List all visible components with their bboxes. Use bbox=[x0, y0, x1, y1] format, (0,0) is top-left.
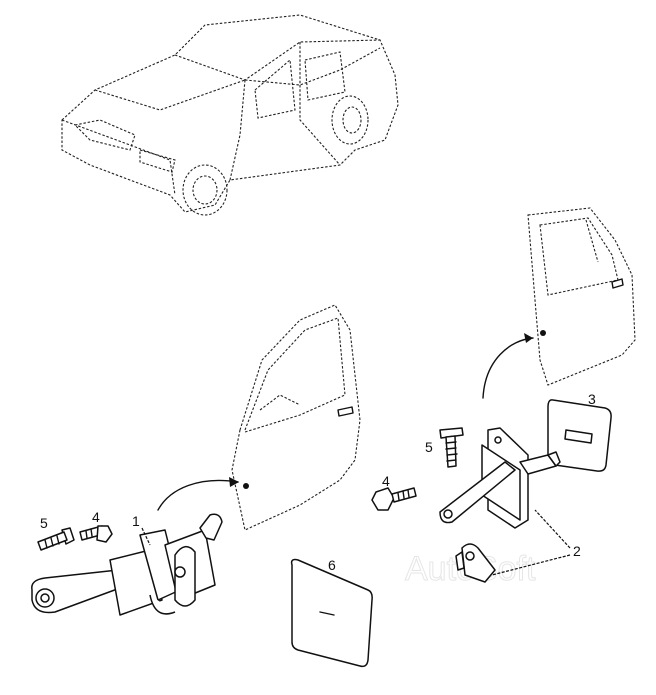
rear-door bbox=[527, 207, 636, 386]
pad-rear bbox=[547, 399, 612, 472]
front-door bbox=[231, 304, 361, 531]
leader-2a bbox=[534, 509, 571, 549]
callout-1: 1 bbox=[132, 513, 140, 529]
callout-3: 3 bbox=[588, 391, 596, 407]
callout-2: 2 bbox=[573, 543, 581, 559]
arrow-rear bbox=[482, 337, 534, 399]
callout-6: 6 bbox=[328, 557, 336, 573]
callout-5-rear: 5 bbox=[425, 439, 433, 455]
arrow-front bbox=[157, 479, 239, 511]
pad-front bbox=[290, 558, 373, 668]
callout-5-front: 5 bbox=[40, 515, 48, 531]
screw-rear bbox=[439, 427, 464, 468]
car-overview bbox=[61, 14, 399, 216]
bracket-rear bbox=[455, 543, 496, 583]
callout-4-front: 4 bbox=[92, 509, 100, 525]
bolt-front bbox=[79, 525, 113, 543]
door-check-rear bbox=[439, 427, 561, 529]
leader-1 bbox=[141, 527, 151, 546]
bolt-rear bbox=[371, 487, 417, 511]
door-check-front bbox=[31, 513, 223, 616]
screw-front bbox=[37, 527, 75, 551]
callout-4-rear: 4 bbox=[382, 473, 390, 489]
